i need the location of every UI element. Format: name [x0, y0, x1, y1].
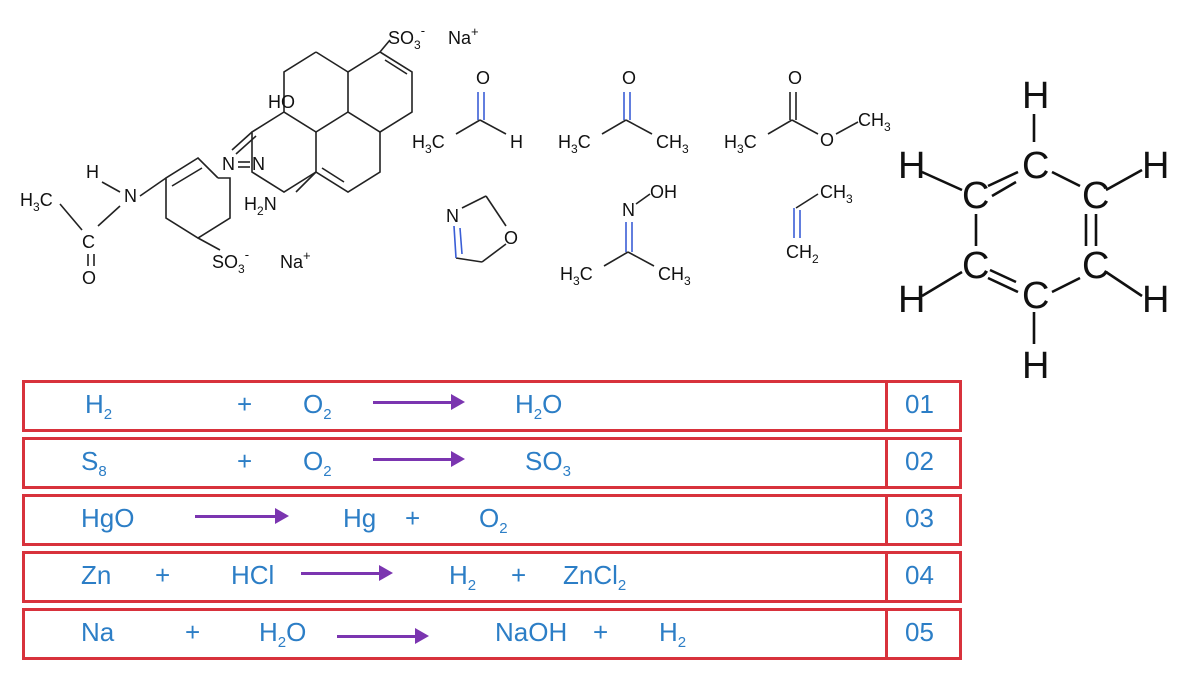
reaction-row-05: Na + H2O NaOH + H2 05 — [22, 608, 962, 660]
product2: ZnCl2 — [563, 560, 627, 595]
reaction-index: 01 — [905, 389, 934, 419]
so3-bottom-label: SO3- — [212, 247, 249, 276]
so3-top-label: SO3- — [388, 23, 425, 52]
ho-label: HO — [268, 92, 295, 112]
reaction-arrow — [301, 565, 393, 581]
reactant1: Zn — [81, 560, 112, 590]
product2: O2 — [479, 503, 508, 538]
reaction-row-01: H2 + O2 H2O 01 — [22, 380, 962, 432]
ester-ch3: CH3 — [858, 110, 891, 134]
methyl-acetate-structure: O H3C O CH3 — [724, 68, 891, 156]
benzene-h-top-right: H — [1142, 145, 1169, 187]
benzene-h-top-left: H — [898, 145, 925, 187]
acetone-oxime-structure: N OH H3C CH3 — [560, 182, 691, 288]
acetone-ch3: CH3 — [656, 132, 689, 156]
product1: Hg — [343, 503, 377, 533]
reaction-row-03: HgO Hg + O2 03 — [22, 494, 962, 546]
index-divider — [885, 497, 888, 543]
benzene-h-bottom-left: H — [898, 279, 925, 321]
ester-o: O — [820, 130, 834, 150]
oxime-n: N — [622, 200, 635, 220]
ester-h3c: H3C — [724, 132, 757, 156]
na-bottom-label: Na+ — [280, 248, 311, 272]
benzene-c-top-left: C — [962, 175, 989, 217]
oxime-oh: OH — [650, 182, 677, 202]
reaction-index: 05 — [905, 617, 934, 647]
acetone-o: O — [622, 68, 636, 88]
oxazoline-n: N — [446, 206, 459, 226]
acetone-structure: O H3C CH3 — [558, 68, 689, 156]
molecule-structures: SO3- Na+ HO H2N N N SO3- Na+ N H C O H3C — [20, 23, 1169, 380]
benzene-h-bottom-right: H — [1142, 279, 1169, 321]
propene-structure: CH3 CH2 — [786, 182, 853, 266]
acetone-h3c: H3C — [558, 132, 591, 156]
reaction-row-02: S8 + O2 SO3 02 — [22, 437, 962, 489]
reaction-arrow — [373, 394, 465, 410]
reactant1: HgO — [81, 503, 135, 533]
propene-ch2: CH2 — [786, 242, 819, 266]
acetaldehyde-structure: O H3C H — [412, 68, 523, 156]
reaction-arrow — [195, 508, 289, 524]
plus: + — [237, 389, 253, 419]
nh2-label: H2N — [244, 194, 277, 218]
reaction-index: 04 — [905, 560, 934, 590]
acetaldehyde-o: O — [476, 68, 490, 88]
plus: + — [405, 503, 421, 533]
azo-n1-label: N — [222, 154, 235, 174]
oxazoline-structure: N O — [446, 195, 518, 263]
product2: H2 — [659, 617, 687, 652]
amide-h-label: H — [86, 162, 99, 182]
product1: NaOH — [495, 617, 568, 647]
plus: + — [155, 560, 171, 590]
azo-n2-label: N — [252, 154, 265, 174]
benzene-c-bottom: C — [1022, 275, 1049, 317]
oxime-ch3: CH3 — [658, 264, 691, 288]
benzene-c-bottom-left: C — [962, 245, 989, 287]
oxime-h3c: H3C — [560, 264, 593, 288]
index-divider — [885, 554, 888, 600]
amide-n-label: N — [124, 186, 137, 206]
propene-ch3: CH3 — [820, 182, 853, 206]
product1: SO3 — [525, 446, 571, 481]
benzene-c-top-right: C — [1082, 175, 1109, 217]
reactant2: HCl — [231, 560, 275, 590]
reactant1: H2 — [85, 389, 113, 424]
reactant1: Na — [81, 617, 115, 647]
na-top-label: Na+ — [448, 24, 479, 48]
benzene-c-top: C — [1022, 145, 1049, 187]
index-divider — [885, 440, 888, 486]
plus: + — [511, 560, 527, 590]
plus: + — [237, 446, 253, 476]
reaction-arrow — [373, 451, 465, 467]
index-divider — [885, 611, 888, 657]
acetaldehyde-h3c: H3C — [412, 132, 445, 156]
reactant1: S8 — [81, 446, 107, 481]
reactant2: H2O — [259, 617, 307, 652]
reaction-row-04: Zn + HCl H2 + ZnCl2 04 — [22, 551, 962, 603]
carbonyl-o-label: O — [82, 268, 96, 288]
plus: + — [185, 617, 201, 647]
carbonyl-c-label: C — [82, 232, 95, 252]
oxazoline-o: O — [504, 228, 518, 248]
product1: H2O — [515, 389, 563, 424]
plus: + — [593, 617, 609, 647]
reaction-index: 02 — [905, 446, 934, 476]
h3c-label: H3C — [20, 190, 53, 214]
benzene-h-bottom: H — [1022, 345, 1049, 380]
product1: H2 — [449, 560, 477, 595]
azo-dye-structure: SO3- Na+ HO H2N N N SO3- Na+ N H C O H3C — [20, 23, 479, 288]
acetaldehyde-h: H — [510, 132, 523, 152]
reaction-arrow — [337, 628, 429, 644]
benzene-h-top: H — [1022, 75, 1049, 117]
reaction-table: H2 + O2 H2O 01 S8 + O2 SO3 02 HgO Hg + O… — [22, 380, 962, 665]
reactant2: O2 — [303, 389, 332, 424]
benzene-c-bottom-right: C — [1082, 245, 1109, 287]
index-divider — [885, 383, 888, 429]
benzene-structure: H C C C C C C H H H H H — [898, 75, 1169, 380]
reactant2: O2 — [303, 446, 332, 481]
ester-carbonyl-o: O — [788, 68, 802, 88]
reaction-index: 03 — [905, 503, 934, 533]
